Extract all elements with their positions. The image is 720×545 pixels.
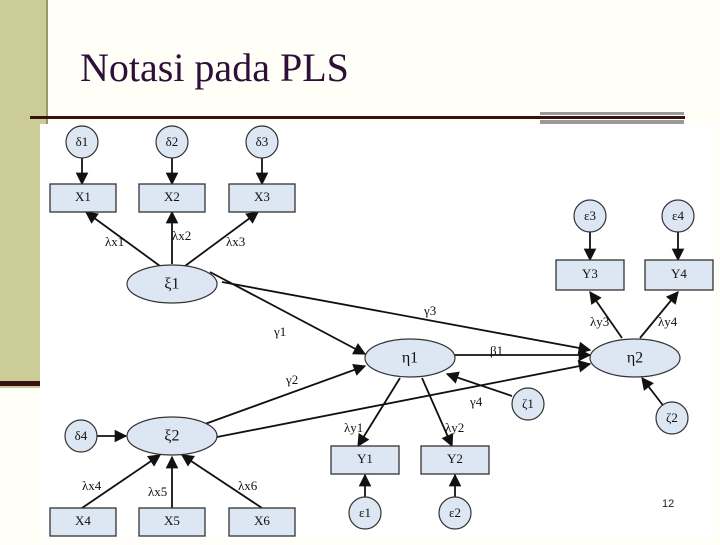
path-label: γ3 — [423, 303, 436, 318]
loading-label: λy3 — [590, 314, 609, 329]
path-label: γ1 — [273, 324, 286, 339]
pls-path-diagram: δ1 δ2 δ3 δ4 ε3 ε4 ζ1 ζ2 ε1 ε2 ξ1 ξ2 η1 η… — [40, 124, 715, 540]
error-node — [661, 199, 695, 233]
diagram-arrows — [75, 158, 685, 509]
indicator-box — [555, 259, 625, 291]
latent-label: ξ2 — [164, 428, 179, 445]
error-node — [64, 419, 98, 453]
indicator-box — [138, 507, 206, 537]
error-label: ζ2 — [666, 410, 678, 425]
error-node — [511, 387, 545, 421]
title-divider-accent — [540, 112, 684, 115]
path-label: γ2 — [285, 372, 298, 387]
error-label: δ3 — [256, 134, 269, 149]
error-node — [245, 125, 279, 159]
indicator-box — [228, 507, 296, 537]
indicator-label: X4 — [75, 513, 91, 528]
loading-label: λx4 — [82, 478, 102, 493]
indicator-label: Y1 — [357, 451, 373, 466]
error-label: ε1 — [359, 505, 371, 520]
error-node — [655, 401, 689, 435]
indicator-label: X2 — [164, 189, 180, 204]
title-divider-accent — [540, 120, 684, 125]
indicator-label: X5 — [164, 513, 180, 528]
error-label: ε3 — [584, 208, 596, 223]
error-label: ζ1 — [522, 396, 534, 411]
error-node — [438, 496, 472, 530]
loading-label: λx6 — [238, 478, 258, 493]
indicator-label: X3 — [254, 189, 270, 204]
indicator-box — [330, 445, 400, 475]
indicator-box — [420, 445, 490, 475]
error-label: δ4 — [75, 428, 88, 443]
loading-label: λy1 — [344, 420, 363, 435]
indicator-label: Y3 — [582, 266, 598, 281]
loading-label: λx3 — [226, 234, 245, 249]
latent-node — [126, 416, 218, 456]
indicator-label: Y2 — [447, 451, 463, 466]
loading-label: λy4 — [658, 314, 678, 329]
latent-node — [126, 264, 218, 304]
page-number: 12 — [662, 498, 675, 510]
indicator-box — [138, 183, 206, 213]
latent-node — [364, 338, 456, 378]
indicator-label: X6 — [254, 513, 270, 528]
path-label: β1 — [490, 343, 503, 358]
left-decor-band — [0, 0, 46, 388]
error-label: ε4 — [672, 208, 684, 223]
indicator-label: Y4 — [671, 266, 687, 281]
indicator-box — [644, 259, 714, 291]
error-node — [348, 496, 382, 530]
error-label: ε2 — [449, 505, 461, 520]
indicator-box — [49, 507, 117, 537]
indicator-box — [228, 183, 296, 213]
latent-label: η2 — [627, 350, 643, 367]
loading-label: λx5 — [148, 484, 167, 499]
indicator-box — [49, 183, 117, 213]
error-label: δ2 — [166, 134, 179, 149]
path-label: γ4 — [469, 394, 483, 409]
loading-label: λx1 — [105, 234, 124, 249]
slide-title: Notasi pada PLS — [80, 45, 349, 90]
title-divider — [30, 116, 685, 119]
loading-label: λx2 — [172, 228, 191, 243]
error-node — [573, 199, 607, 233]
latent-label: η1 — [402, 350, 418, 367]
left-decor-rule — [0, 381, 48, 386]
latent-label: ξ1 — [164, 276, 179, 293]
error-label: δ1 — [76, 134, 89, 149]
latent-node — [589, 338, 681, 378]
loading-label: λy2 — [445, 420, 464, 435]
error-node — [155, 125, 189, 159]
indicator-label: X1 — [75, 189, 91, 204]
error-node — [65, 125, 99, 159]
